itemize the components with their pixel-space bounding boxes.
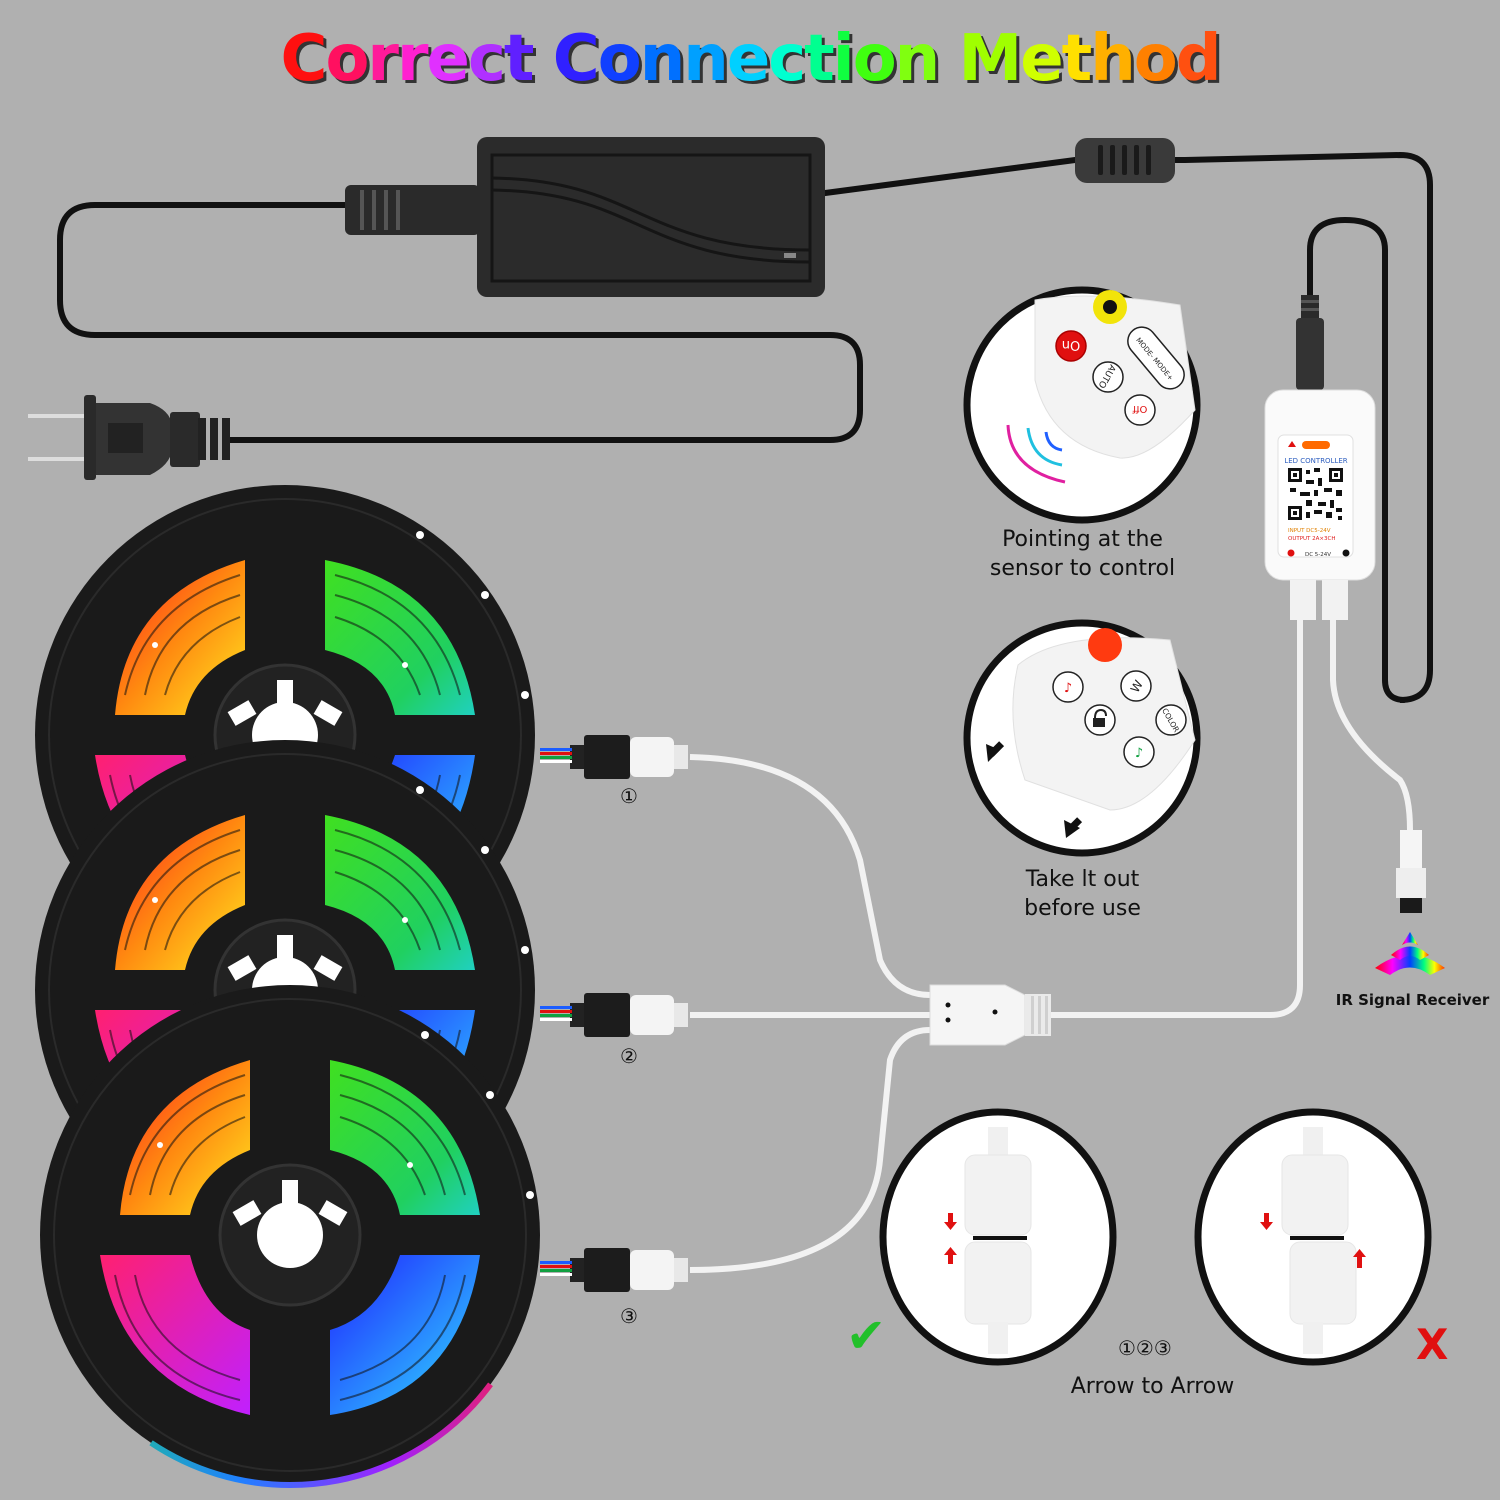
red-arrows-icon: [944, 1213, 957, 1264]
title-letter: n: [639, 22, 686, 96]
title-letter: M: [958, 22, 1023, 96]
title-letter: o: [1133, 22, 1178, 96]
cross-mark-icon: X: [1416, 1320, 1449, 1369]
tip-caption-take-out: Take lt out before use: [960, 865, 1205, 923]
signal-waves-icon: [1006, 424, 1066, 484]
remote-tip-take-out: ♪ W COLOR ♪: [963, 619, 1201, 857]
title-letter: r: [396, 22, 429, 96]
caption-line: before use: [1024, 896, 1141, 921]
title-letter: n: [683, 22, 729, 96]
title-letter: e: [726, 22, 770, 96]
title-letter: e: [426, 22, 470, 96]
svg-text:♪: ♪: [1064, 681, 1072, 696]
port-numbers-all: ①②③: [1118, 1336, 1172, 1360]
qr-code: [1287, 467, 1345, 522]
controller-output-spec: OUTPUT 2A×3CH: [1288, 536, 1336, 542]
port-number-2: ②: [620, 1044, 638, 1068]
title-letter: [938, 22, 958, 96]
title-letter: e: [1020, 22, 1063, 96]
ir-receiver-label: IR Signal Receiver: [1335, 991, 1490, 1009]
strip-connector-2[interactable]: [540, 993, 688, 1037]
arrow-to-arrow-caption: Arrow to Arrow: [1070, 1374, 1235, 1399]
strip-connector-3[interactable]: [540, 1248, 688, 1292]
title-letter: i: [832, 22, 855, 96]
controller-dc-spec: DC 5-24V: [1305, 552, 1331, 558]
led-strip-reel-3: [40, 985, 540, 1485]
title-letter: [532, 22, 552, 96]
white-cables: [689, 620, 1413, 1273]
port-number-1: ①: [620, 784, 638, 808]
caption-line: Pointing at the: [1002, 527, 1163, 552]
us-wall-plug: [28, 395, 230, 480]
title-letter: h: [1090, 22, 1136, 96]
check-mark-icon: ✔: [846, 1308, 887, 1364]
title-letter: c: [768, 22, 806, 96]
connector-wrong-example: [1194, 1108, 1432, 1366]
ac-cable: [57, 202, 863, 443]
title-letter: C: [552, 22, 600, 96]
pull-out-arrow-icon: [986, 741, 1083, 838]
remote-btn-on: On: [1062, 337, 1080, 352]
ir-receiver: [1375, 830, 1445, 975]
controller-heading: LED CONTROLLER: [1284, 457, 1347, 465]
led-controller[interactable]: LED CONTROLLER INPUT DC5-24V OUTPUT 2A×3…: [1264, 389, 1376, 620]
svg-text:♪: ♪: [1135, 746, 1143, 761]
page-title: Correct Connection Method: [0, 22, 1500, 96]
title-letter: r: [367, 22, 399, 96]
title-letter: t: [503, 22, 535, 96]
dc-barrel-jack: [1296, 295, 1324, 390]
red-arrows-icon: [1260, 1213, 1366, 1268]
title-letter: d: [1175, 22, 1222, 96]
title-letter: c: [467, 22, 506, 96]
title-letter: t: [804, 22, 835, 96]
power-adapter: [345, 137, 1175, 297]
title-letter: o: [597, 22, 642, 96]
connector-correct-example: [879, 1108, 1117, 1366]
ir-signal-icon: [1375, 932, 1445, 975]
title-letter: C: [280, 22, 327, 96]
port-number-3: ③: [620, 1304, 638, 1328]
remote-btn-off: Off: [1132, 403, 1148, 414]
title-letter: o: [852, 22, 897, 96]
caption-line: sensor to control: [989, 556, 1176, 581]
strip-connector-1[interactable]: [540, 735, 688, 779]
caption-line: Take lt out: [1025, 867, 1140, 892]
dc-cable: [794, 151, 1433, 703]
title-letter: o: [325, 22, 369, 96]
y-splitter[interactable]: [929, 984, 1051, 1046]
controller-input-spec: INPUT DC5-24V: [1288, 528, 1331, 534]
remote-tip-pointing: On AUTO Off MODE- MODE+: [963, 286, 1201, 524]
title-letter: n: [894, 22, 941, 96]
title-letter: t: [1061, 22, 1093, 96]
tip-caption-pointing: Pointing at the sensor to control: [960, 525, 1205, 583]
